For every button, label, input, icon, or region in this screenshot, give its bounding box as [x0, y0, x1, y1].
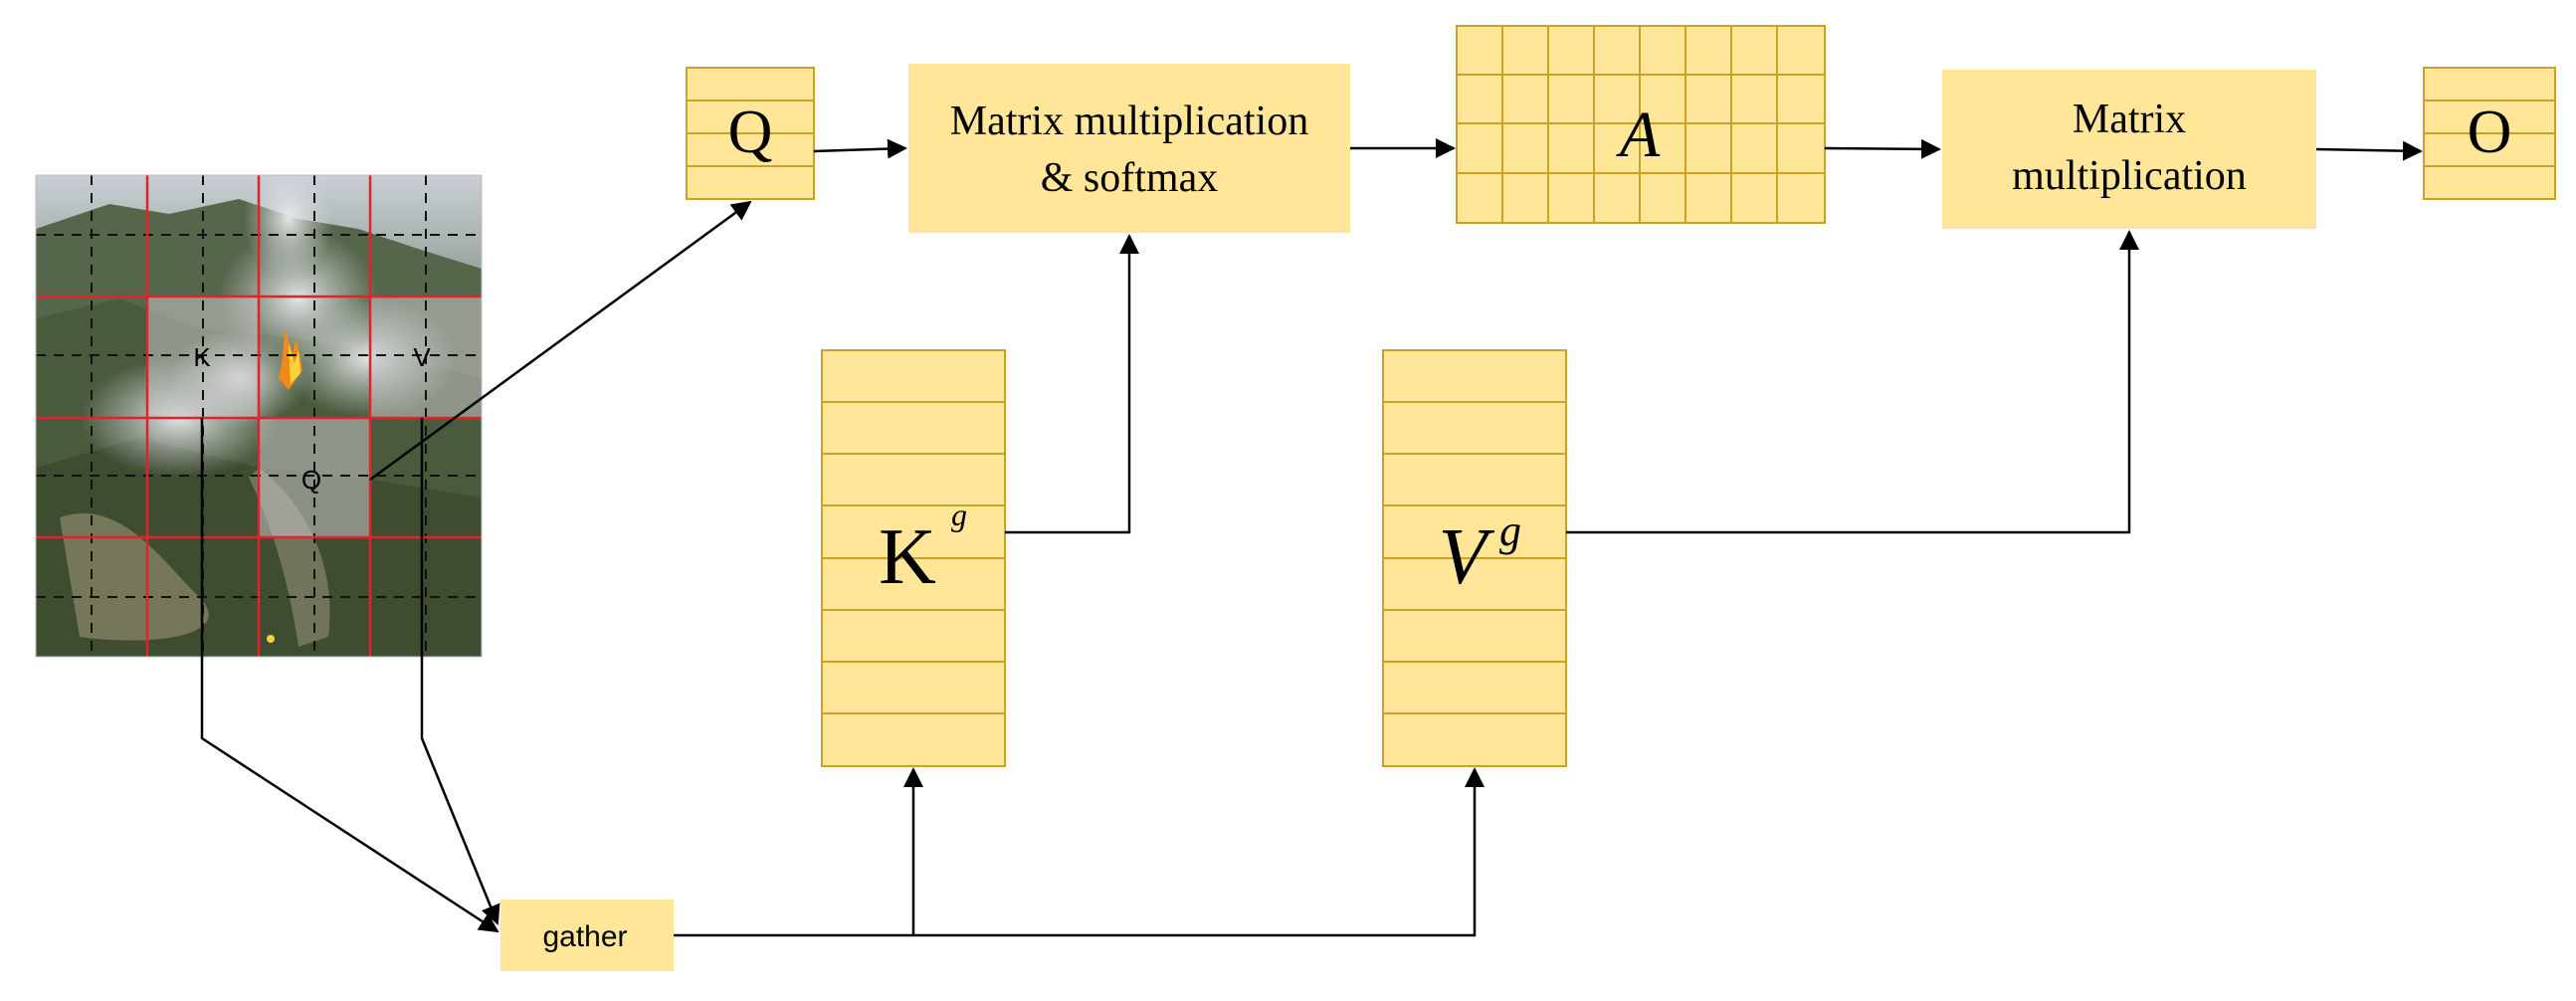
gather-label: gather: [542, 920, 627, 953]
matmul-line2: multiplication: [2012, 153, 2247, 199]
matmul-softmax-block: Matrix multiplication & softmax: [908, 64, 1350, 233]
kg-block: K g: [821, 349, 1006, 767]
o-block-label: O: [2468, 99, 2512, 166]
kg-label-base: K: [879, 513, 936, 601]
matmul-softmax-line2: & softmax: [1041, 155, 1218, 201]
arrow-gather-to-vg: [674, 767, 1485, 937]
matmul-line1: Matrix: [2073, 97, 2186, 142]
kg-label-sup: g: [951, 497, 967, 532]
connectors: [200, 138, 2423, 937]
vg-label-sup: g: [1499, 506, 1521, 555]
input-image: [36, 175, 482, 657]
patch-label-k: K: [193, 342, 211, 372]
patch-label-q: Q: [301, 465, 321, 495]
image-border: [35, 174, 483, 658]
arrow-matmul-to-o: [2315, 140, 2423, 161]
q-block-label: Q: [728, 99, 773, 166]
vg-label-base: V: [1439, 513, 1495, 601]
arrow-patch-to-q: [369, 200, 752, 482]
patch-label-v: V: [413, 342, 431, 372]
matmul-block: Matrix multiplication: [1942, 70, 2316, 229]
matmul-softmax-line1: Matrix multiplication: [950, 99, 1308, 144]
arrow-kg-to-matmul-softmax: [1005, 234, 1139, 534]
arrow-v-patch-to-gather: [420, 418, 500, 925]
q-block: Q: [686, 67, 815, 200]
a-matrix-label: A: [1616, 99, 1661, 171]
arrow-q-to-matmul-softmax: [813, 138, 907, 159]
o-block: O: [2423, 67, 2556, 200]
arrow-a-to-matmul: [1824, 138, 1941, 159]
arrow-vg-to-matmul: [1566, 230, 2139, 534]
arrow-k-patch-to-gather: [200, 418, 499, 933]
gather-block: gather: [500, 900, 674, 971]
a-matrix: A: [1456, 25, 1826, 224]
vg-block: V g: [1382, 349, 1567, 767]
